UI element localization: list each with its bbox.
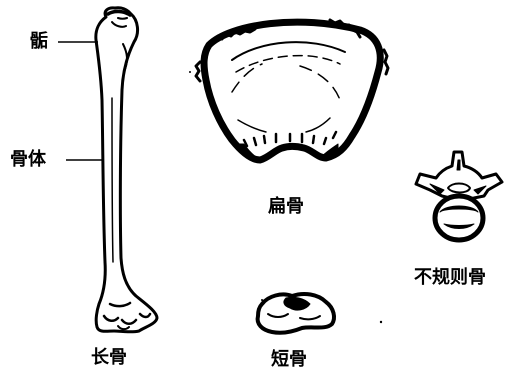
vertebra-body — [435, 196, 483, 240]
label-long-bone: 长骨 — [91, 348, 127, 368]
label-flat-bone: 扁骨 — [268, 197, 304, 217]
speck — [261, 299, 263, 301]
short-bone-illustration — [258, 294, 334, 333]
long-bone-illustration — [96, 8, 157, 332]
label-diaphysis: 骨体 — [10, 150, 46, 170]
label-short-bone: 短骨 — [271, 350, 307, 370]
vertebra-foramen — [448, 184, 470, 193]
speck — [380, 321, 382, 323]
label-irregular-bone: 不规则骨 — [414, 268, 486, 288]
speck — [189, 71, 191, 73]
flat-bone-illustration — [196, 20, 388, 160]
irregular-bone-illustration — [416, 152, 502, 240]
label-epiphysis: 骺 — [30, 32, 48, 52]
